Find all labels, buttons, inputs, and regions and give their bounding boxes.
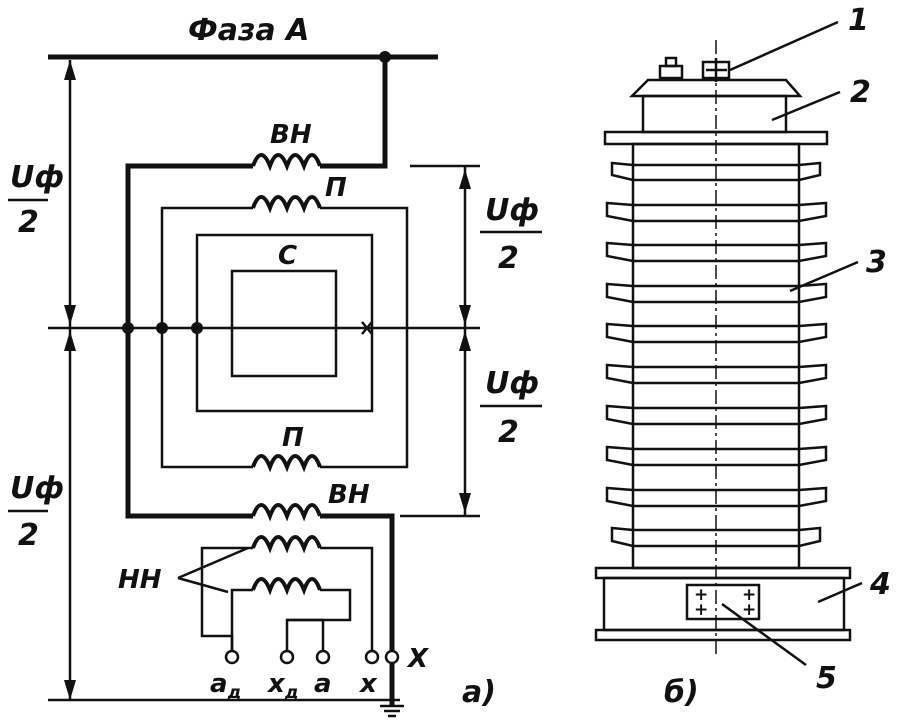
shed-7 xyxy=(605,404,828,426)
callout-3: 3 xyxy=(866,245,887,280)
nn-pointer-top xyxy=(177,546,249,580)
p-bottom-coil xyxy=(251,454,322,473)
terminal-x xyxy=(364,649,380,665)
svg-text:+: + xyxy=(742,585,756,605)
terminal-ad xyxy=(224,649,240,665)
shed-3 xyxy=(605,241,828,263)
base-flange-top xyxy=(594,566,852,580)
nn-pointer-bottom xyxy=(177,576,229,594)
arrow-3-down xyxy=(459,305,471,325)
midpoint-dot-hv xyxy=(122,322,134,334)
caption-a: а) xyxy=(462,675,496,710)
terminal-X-label: X xyxy=(406,644,430,674)
arrow-2-up xyxy=(64,331,76,351)
lv-winding-lead-right xyxy=(320,546,374,650)
nn-label: НН xyxy=(118,565,162,595)
leader-2 xyxy=(771,90,841,122)
terminal-xd-label: xд xyxy=(266,669,299,703)
uf-label-1: Uф xyxy=(10,160,64,195)
p-bottom-label: П xyxy=(282,423,304,453)
core-window xyxy=(230,269,338,378)
terminal-box-screws: + + + + xyxy=(694,585,756,620)
terminal-a-label: a xyxy=(314,669,332,699)
arrow-4-up xyxy=(459,331,471,351)
lv-coil xyxy=(251,535,322,554)
two-label-3: 2 xyxy=(498,241,519,276)
two-label-2: 2 xyxy=(18,518,39,553)
terminal-X xyxy=(384,649,400,665)
shed-8 xyxy=(605,445,828,467)
svg-text:+: + xyxy=(694,585,708,605)
two-label-4: 2 xyxy=(498,415,519,450)
shed-6 xyxy=(605,363,828,385)
svg-text:+: + xyxy=(694,600,708,620)
hv-lead-top xyxy=(320,57,388,169)
transformer-drawing: + + + + 1 2 3 4 5 б) xyxy=(594,3,891,710)
shed-10 xyxy=(610,526,822,548)
two-label-1: 2 xyxy=(18,205,39,240)
top-terminal-left-cap xyxy=(664,56,678,68)
callout-5: 5 xyxy=(816,661,837,696)
top-terminal-left xyxy=(658,64,684,80)
top-head xyxy=(641,94,788,134)
svg-text:+: + xyxy=(742,600,756,620)
leader-3 xyxy=(789,260,859,293)
uf-label-3: Uф xyxy=(485,193,539,228)
shed-5 xyxy=(605,322,828,344)
callout-2: 2 xyxy=(850,75,871,110)
terminal-a xyxy=(315,649,331,665)
p-top-label: П xyxy=(325,173,347,203)
add-winding-lead-left xyxy=(230,588,253,650)
hv-top-coil xyxy=(251,153,322,172)
phase-a-label: Фаза А xyxy=(188,13,309,48)
p-loop-left xyxy=(160,206,253,469)
cross-mark-b xyxy=(361,321,373,335)
insulator-sheds xyxy=(605,161,828,548)
p-top-coil xyxy=(251,195,322,214)
add-winding-tap xyxy=(287,618,325,650)
terminal-xd xyxy=(279,649,295,665)
arrow-3-up xyxy=(459,169,471,189)
arrow-1-down xyxy=(64,305,76,325)
leader-1 xyxy=(729,20,839,72)
arrow-4-down xyxy=(459,493,471,513)
hv-lead-bottom xyxy=(320,513,395,690)
callout-1: 1 xyxy=(848,3,869,38)
hv-bottom-coil xyxy=(251,503,322,522)
caption-b: б) xyxy=(664,675,699,710)
hv-loop-left xyxy=(125,163,253,519)
terminal-box xyxy=(685,583,761,621)
base-flange-bottom xyxy=(594,628,852,642)
shed-4 xyxy=(605,282,828,304)
add-coil xyxy=(251,577,322,596)
p-loop-right xyxy=(320,206,409,469)
uf-label-4: Uф xyxy=(485,366,539,401)
shed-9 xyxy=(605,486,828,508)
shed-1 xyxy=(610,161,822,182)
arrow-1-up xyxy=(64,60,76,80)
terminal-ad-label: aд xyxy=(210,669,241,703)
core-label: С xyxy=(278,241,297,271)
leader-4 xyxy=(817,581,863,604)
terminal-x-label: x xyxy=(358,669,378,699)
hv-bottom-label: ВН xyxy=(328,480,370,510)
midpoint-dot-p xyxy=(156,322,168,334)
midpoint-dot-core xyxy=(191,322,203,334)
uf-label-2: Uф xyxy=(10,471,64,506)
arrow-2-down xyxy=(64,680,76,700)
insulator-body xyxy=(631,142,801,570)
callout-4: 4 xyxy=(869,567,891,602)
add-winding-lead-right xyxy=(285,588,352,650)
shed-2 xyxy=(605,201,828,223)
leader-5 xyxy=(721,602,807,667)
circuit-diagram: Фаза А ВН ВН П П С xyxy=(8,13,542,718)
hv-top-label: ВН xyxy=(270,120,312,150)
